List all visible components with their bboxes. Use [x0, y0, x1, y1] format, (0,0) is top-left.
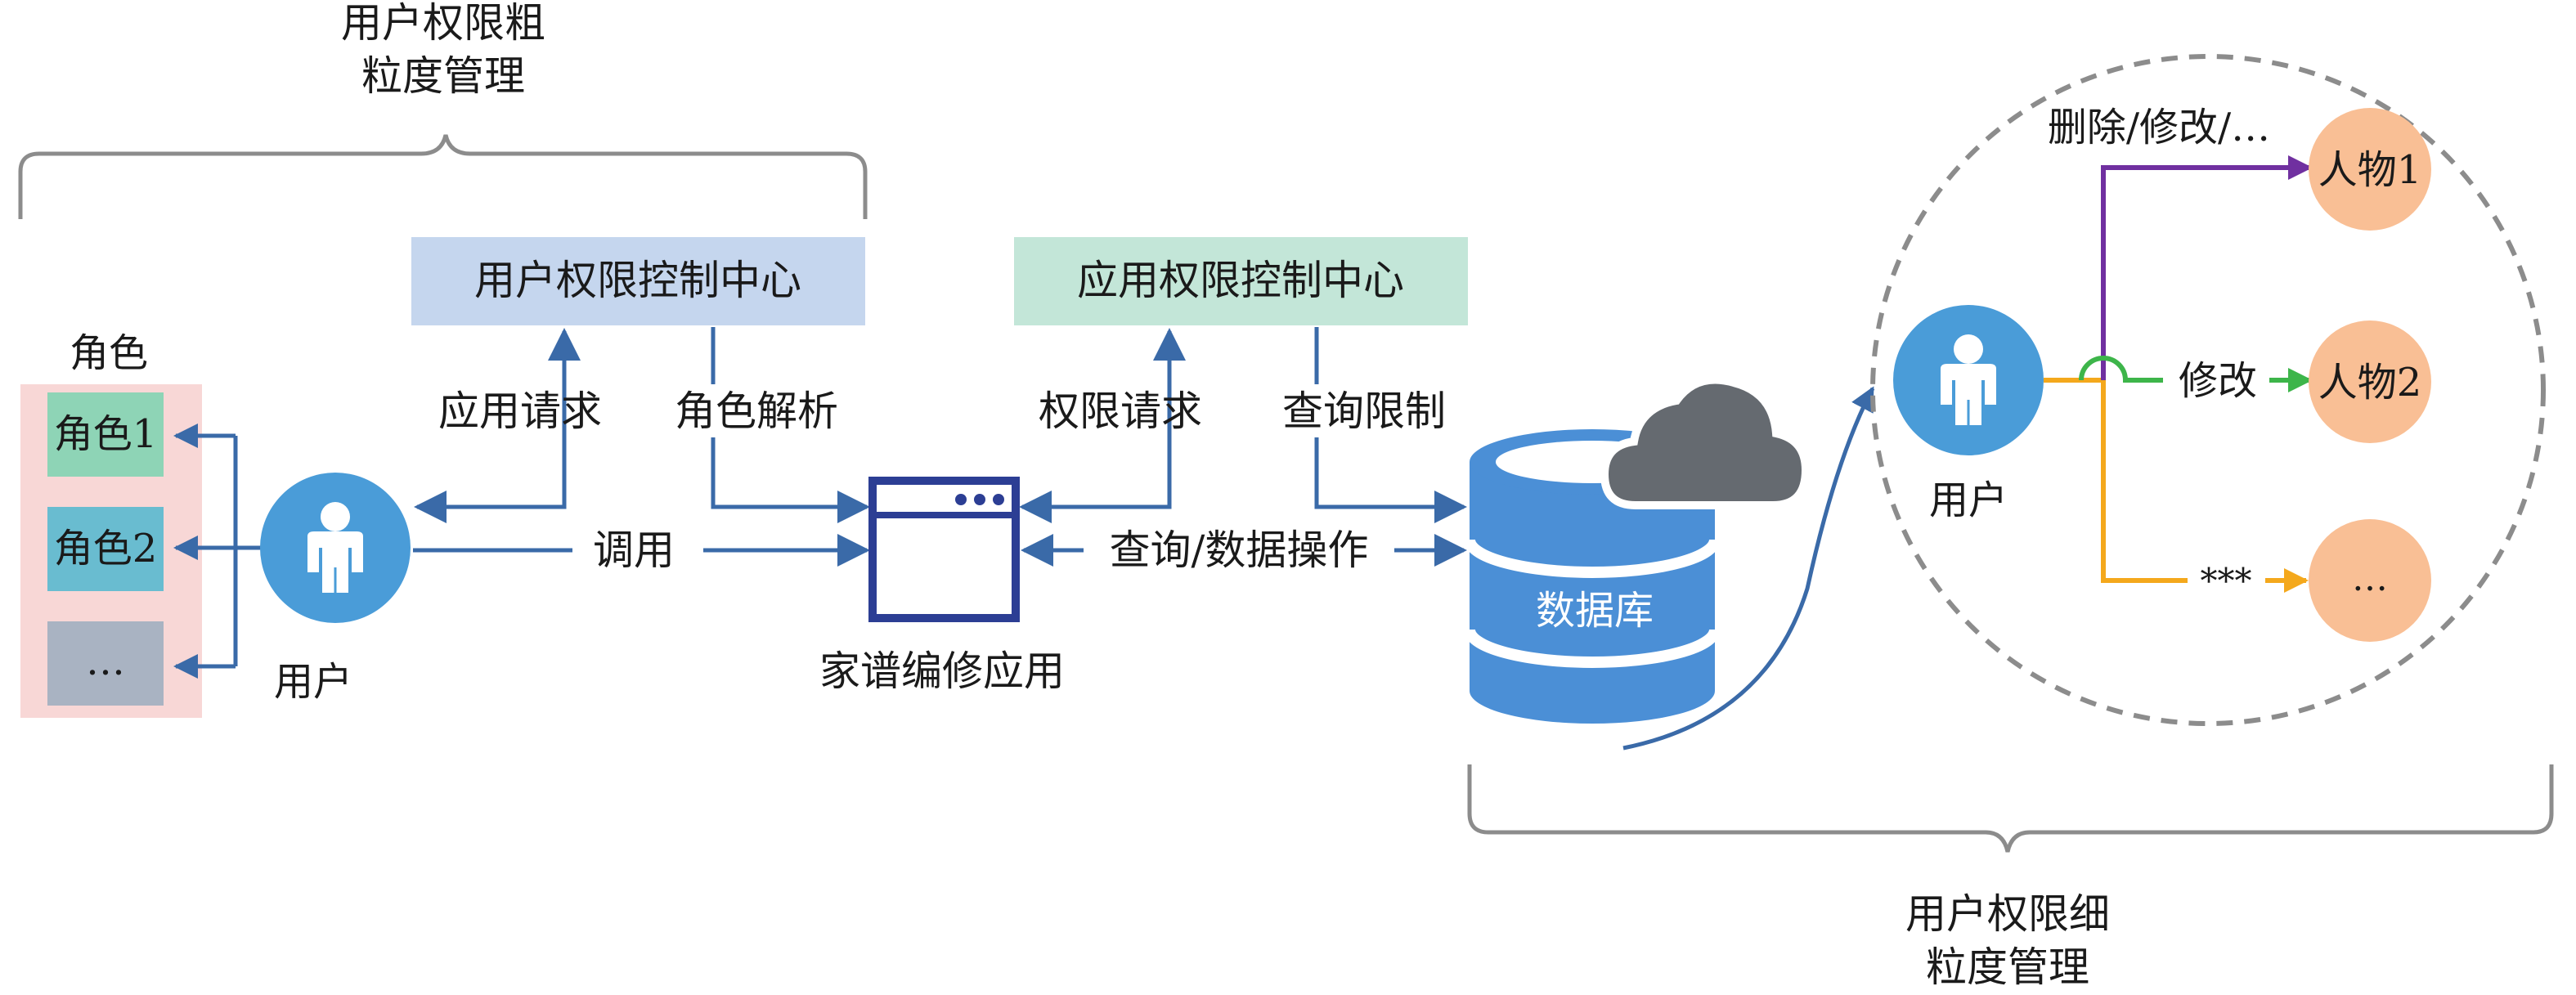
query-data-op-label: 查询/数据操作: [1110, 527, 1369, 574]
person-label-1: 人物1: [2318, 147, 2422, 193]
cloud-icon: [1600, 375, 1811, 509]
role-assign-arrows: [173, 424, 262, 679]
coarse-label-line1: 用户权限粗: [341, 0, 545, 47]
branch-label-1: 删除/修改/…: [2048, 105, 2270, 150]
branch-label-2: 修改: [2179, 358, 2257, 404]
person-label-2: 人物2: [2318, 360, 2422, 406]
left-user-label: 用户: [274, 659, 352, 705]
role-label-1: 角色1: [54, 411, 158, 457]
invoke-label: 调用: [593, 527, 675, 574]
app-request-arrow: [414, 328, 581, 523]
query-limit-arrow: [1314, 327, 1467, 523]
role-parse-label: 角色解析: [675, 388, 838, 435]
branch-lines: [2044, 155, 2313, 593]
person-node-3: [2309, 519, 2431, 642]
user-control-center-label: 用户权限控制中心: [474, 257, 801, 304]
fine-label-line1: 用户权限细: [1905, 890, 2110, 938]
role-parse-arrow: [711, 327, 870, 523]
app-request-label: 应用请求: [438, 388, 602, 435]
fine-label-line2: 粒度管理: [1926, 943, 2089, 991]
coarse-label-line2: 粒度管理: [361, 52, 525, 100]
database-label: 数据库: [1536, 588, 1654, 634]
coarse-brace: [18, 134, 868, 219]
perm-request-label: 权限请求: [1039, 388, 1202, 435]
person-label-3: …: [2352, 558, 2388, 599]
right-user-label: 用户: [1929, 477, 2008, 523]
app-window-icon: [868, 477, 1020, 622]
fine-scope-circle: [1870, 54, 2546, 726]
role-label-3: …: [86, 639, 125, 684]
role-label-2: 角色2: [54, 526, 158, 571]
role-box-1: [47, 392, 164, 477]
person-node-1: [2309, 108, 2431, 231]
app-control-center-label: 应用权限控制中心: [1077, 257, 1404, 304]
role-box-2: [47, 507, 164, 591]
query-limit-label: 查询限制: [1282, 388, 1446, 435]
app-control-center-box: [1014, 237, 1468, 325]
branch-label-3: ***: [2201, 561, 2252, 601]
app-name-label: 家谱编修应用: [819, 648, 1065, 695]
left-user-icon: [260, 473, 411, 623]
person-node-2: [2309, 320, 2431, 443]
perm-request-arrow: [1019, 328, 1186, 523]
roles-title: 角色: [70, 330, 148, 376]
fine-scope-arrow: [1622, 386, 1875, 751]
fine-brace: [1467, 764, 2554, 853]
role-box-3: [47, 621, 164, 706]
right-user-icon: [1893, 305, 2044, 455]
user-control-center-box: [411, 237, 865, 325]
